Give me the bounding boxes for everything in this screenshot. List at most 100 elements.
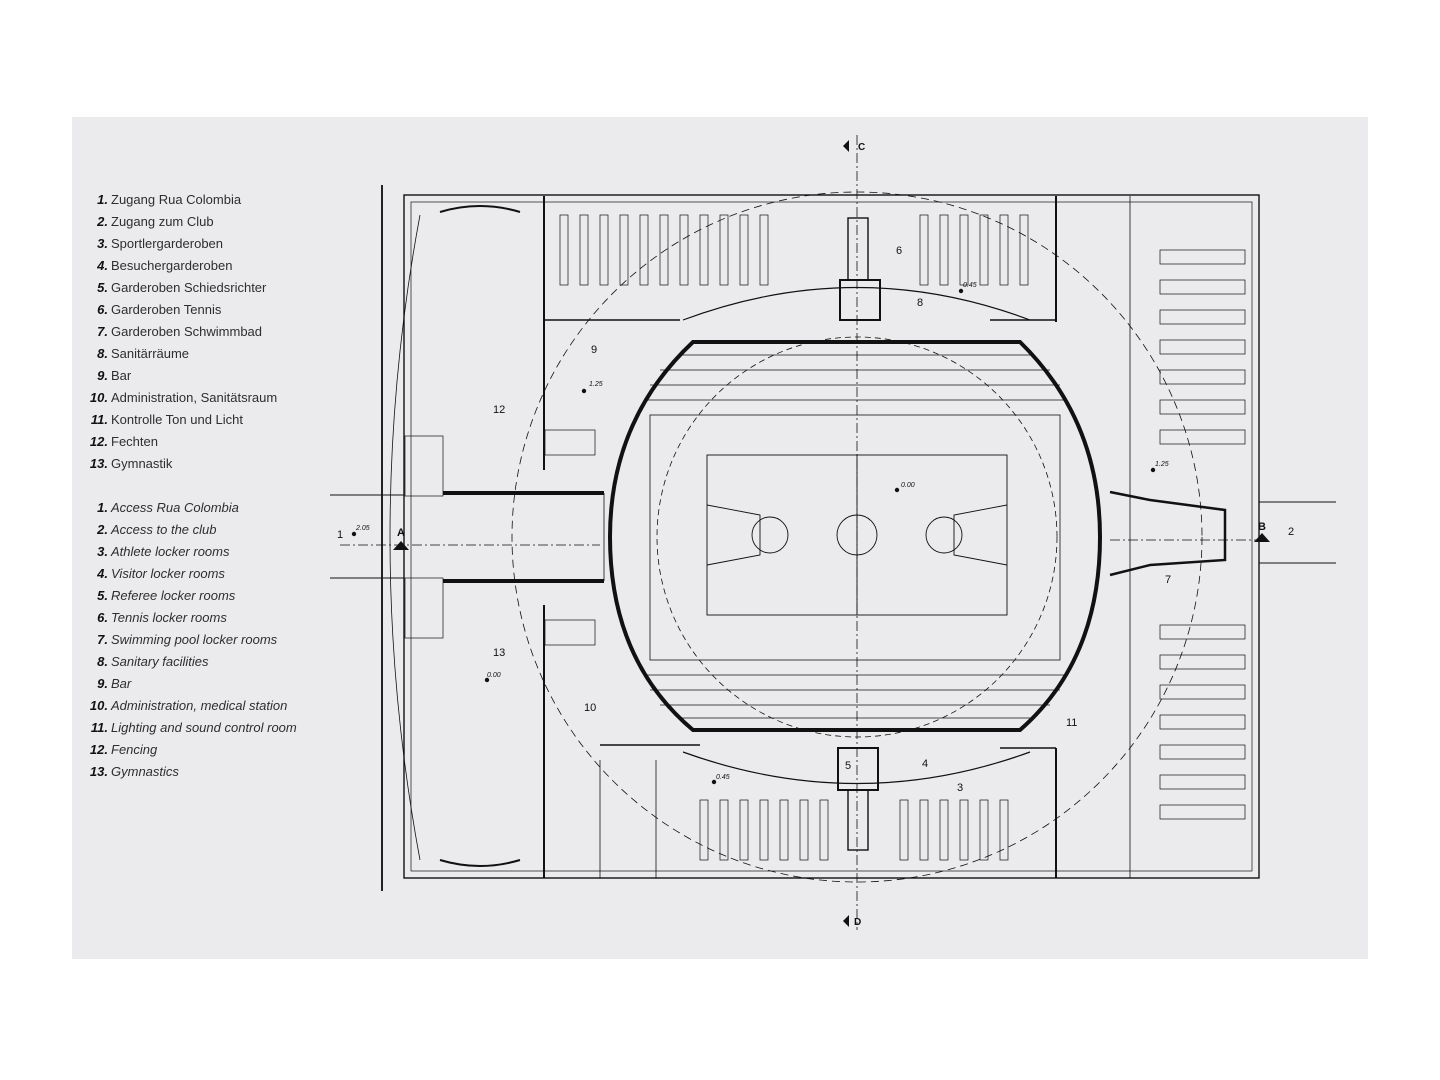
legend-item-number: 10. bbox=[89, 698, 108, 713]
legend-item-label: Fencing bbox=[111, 742, 158, 757]
room-number-3: 3 bbox=[957, 782, 963, 794]
legend-item-number: 2. bbox=[97, 214, 108, 229]
legend-item: 11.Kontrolle Ton und Licht bbox=[84, 409, 277, 431]
legend-item-number: 1. bbox=[97, 192, 108, 207]
room-number-7: 7 bbox=[1165, 574, 1171, 586]
legend-item-label: Athlete locker rooms bbox=[111, 544, 230, 559]
legend-item: 4.Besuchergarderoben bbox=[84, 255, 277, 277]
section-arrow-a-icon bbox=[393, 541, 409, 550]
legend-item-number: 1. bbox=[97, 500, 108, 515]
room-number-5: 5 bbox=[845, 760, 851, 772]
legend-item: 12.Fencing bbox=[84, 739, 297, 761]
legend-item-label: Administration, medical station bbox=[111, 698, 288, 713]
elevation-east: 1.25 bbox=[1155, 461, 1169, 468]
elevation-court: 0.00 bbox=[901, 482, 915, 489]
legend-item-number: 4. bbox=[97, 258, 108, 273]
elevation-labels: 0.00 0.00 2.05 1.25 1.25 0.45 0.45 bbox=[351, 282, 1169, 785]
legend-item: 13.Gymnastik bbox=[84, 453, 277, 475]
room-number-2: 2 bbox=[1288, 526, 1294, 538]
legend-item-label: Tennis locker rooms bbox=[111, 610, 227, 625]
room-number-11: 11 bbox=[1066, 717, 1077, 729]
legend-item-label: Kontrolle Ton und Licht bbox=[111, 412, 244, 427]
legend-item-label: Referee locker rooms bbox=[111, 588, 236, 603]
room-number-12: 12 bbox=[493, 404, 505, 416]
building-inner-outline bbox=[410, 201, 1253, 872]
legend-item-number: 4. bbox=[97, 566, 108, 581]
room-number-13: 13 bbox=[493, 647, 505, 659]
locker-room-benches bbox=[404, 214, 1246, 861]
legend-item-label: Garderoben Schwimmbad bbox=[111, 324, 263, 339]
legend-item: 2.Access to the club bbox=[84, 519, 297, 541]
arena-bowl bbox=[389, 191, 1203, 883]
elevation-gym: 0.00 bbox=[487, 672, 501, 679]
legend-item-label: Sportlergarderoben bbox=[111, 236, 224, 251]
legend-item-label: Besuchergarderoben bbox=[111, 258, 233, 273]
legend-item-label: Gymnastik bbox=[111, 456, 173, 471]
room-number-6: 6 bbox=[896, 245, 902, 257]
legend-item-number: 11. bbox=[90, 412, 108, 427]
legend-item: 1.Access Rua Colombia bbox=[84, 497, 297, 519]
legend-item: 8.Sanitärräume bbox=[84, 343, 277, 365]
room-number-10: 10 bbox=[584, 702, 596, 714]
section-lines bbox=[340, 135, 1265, 930]
legend-item-label: Lighting and sound control room bbox=[111, 720, 297, 735]
legend-item: 9.Bar bbox=[84, 365, 277, 387]
section-label-d: D bbox=[854, 917, 861, 928]
legend-item-label: Sanitärräume bbox=[111, 346, 190, 361]
section-label-a: A bbox=[397, 527, 405, 539]
legend-item-number: 3. bbox=[97, 544, 108, 559]
legend-item-number: 5. bbox=[97, 588, 108, 603]
legend-item-number: 8. bbox=[97, 654, 108, 669]
legend-item-number: 5. bbox=[97, 280, 108, 295]
elevation-north: 0.45 bbox=[963, 282, 977, 289]
legend-item: 5.Garderoben Schiedsrichter bbox=[84, 277, 277, 299]
section-markers: A B C D bbox=[393, 140, 1270, 928]
legend-item-label: Swimming pool locker rooms bbox=[111, 632, 278, 647]
legend-item-number: 13. bbox=[89, 456, 108, 471]
legend-item: 6.Tennis locker rooms bbox=[84, 607, 297, 629]
legend-item-label: Access to the club bbox=[111, 522, 217, 537]
legend-item: 4.Visitor locker rooms bbox=[84, 563, 297, 585]
legend-item: 10.Administration, Sanitätsraum bbox=[84, 387, 277, 409]
elevation-bar: 1.25 bbox=[589, 381, 603, 388]
legend-item-number: 11. bbox=[90, 720, 108, 735]
room-number-9: 9 bbox=[591, 344, 597, 356]
legend-item-number: 12. bbox=[89, 434, 108, 449]
legend-item-label: Garderoben Tennis bbox=[111, 302, 222, 317]
room-number-4: 4 bbox=[922, 758, 928, 770]
legend-item-number: 6. bbox=[97, 610, 108, 625]
legend-item: 2.Zugang zum Club bbox=[84, 211, 277, 233]
legend-item-label: Bar bbox=[111, 676, 132, 691]
legend-item: 5.Referee locker rooms bbox=[84, 585, 297, 607]
legend-item-number: 6. bbox=[97, 302, 108, 317]
room-numbers: 1 2 3 4 5 6 7 8 9 10 11 12 13 bbox=[337, 245, 1294, 794]
legend-item-number: 2. bbox=[97, 522, 108, 537]
legend-item: 6.Garderoben Tennis bbox=[84, 299, 277, 321]
legend-item-number: 3. bbox=[97, 236, 108, 251]
legend-item-label: Zugang Rua Colombia bbox=[111, 192, 242, 207]
legend-item-number: 8. bbox=[97, 346, 108, 361]
legend-item-number: 7. bbox=[97, 324, 108, 339]
legend-item-label: Garderoben Schiedsrichter bbox=[111, 280, 267, 295]
legend-item-label: Bar bbox=[111, 368, 132, 383]
legend-item-label: Gymnastics bbox=[111, 764, 179, 779]
legend-item-label: Zugang zum Club bbox=[111, 214, 214, 229]
legend-item-label: Fechten bbox=[111, 434, 158, 449]
legend-item-label: Visitor locker rooms bbox=[111, 566, 225, 581]
legend-item: 9.Bar bbox=[84, 673, 297, 695]
legend-item-number: 10. bbox=[89, 390, 108, 405]
section-arrow-b-icon bbox=[1254, 533, 1270, 542]
elevation-entrance-west: 2.05 bbox=[355, 525, 370, 532]
legend-item: 10.Administration, medical station bbox=[84, 695, 297, 717]
legend-item: 11.Lighting and sound control room bbox=[84, 717, 297, 739]
legend-item: 13.Gymnastics bbox=[84, 761, 297, 783]
building-outline bbox=[403, 194, 1260, 879]
room-number-1: 1 bbox=[337, 529, 343, 541]
legend-item-number: 9. bbox=[97, 676, 108, 691]
room-number-8: 8 bbox=[917, 297, 923, 309]
legend-item-number: 9. bbox=[97, 368, 108, 383]
legend-item-label: Administration, Sanitätsraum bbox=[111, 390, 278, 405]
legend-item: 7.Garderoben Schwimmbad bbox=[84, 321, 277, 343]
